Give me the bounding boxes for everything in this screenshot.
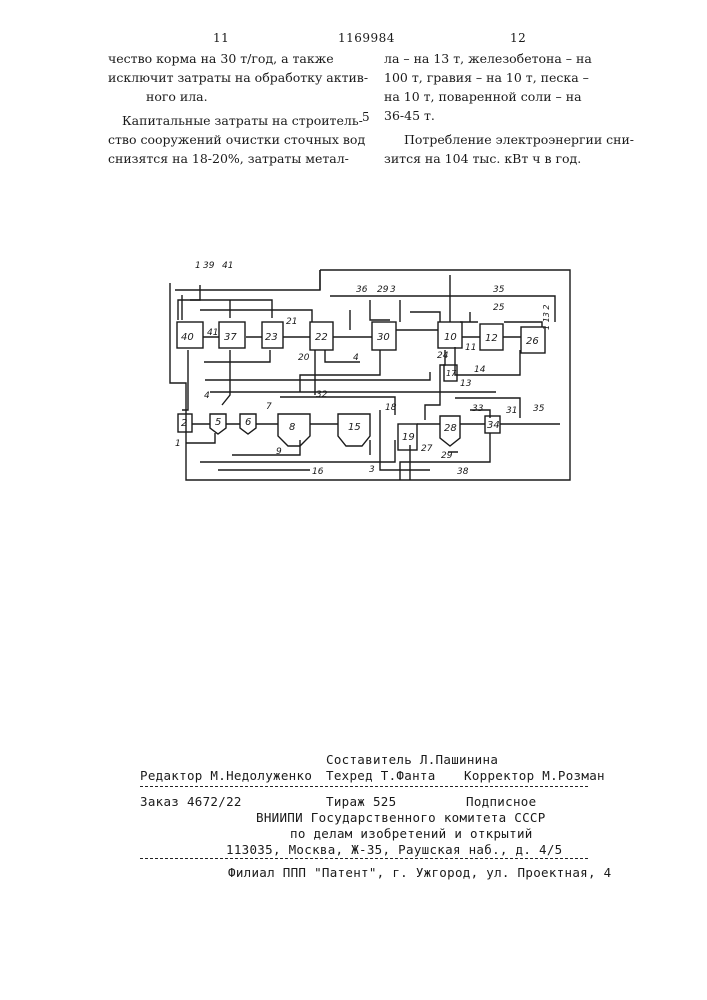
line-label: 4 — [353, 353, 359, 363]
techred-credit: Техред Т.Фанта — [326, 768, 436, 783]
line-label: 21 — [286, 317, 297, 327]
divider — [140, 858, 588, 859]
line-label: 3 — [369, 465, 375, 475]
line-label: 35 — [493, 285, 505, 295]
block-label: 37 — [224, 332, 237, 343]
compiler-credit: Составитель Л.Пашинина — [326, 752, 498, 767]
line-label: 27 — [421, 444, 433, 454]
circulation: Тираж 525 — [326, 794, 396, 809]
block-label: 5 — [215, 417, 221, 428]
feed-line — [400, 300, 440, 322]
flow-line — [300, 350, 380, 392]
flow-line — [370, 440, 410, 480]
flow-line — [380, 410, 458, 470]
line-label: 3 — [390, 285, 396, 295]
frame-line — [175, 270, 320, 290]
line-label: 13 — [460, 379, 472, 389]
line-label: 32 — [316, 390, 328, 400]
line-label: 20 — [298, 353, 310, 363]
line-label: 25 — [493, 303, 505, 313]
block-label: 30 — [377, 332, 390, 343]
line-label: 24 — [437, 351, 449, 361]
line-label: 29 — [377, 285, 389, 295]
flow-line — [280, 397, 395, 415]
line-label: 1 — [175, 439, 181, 449]
line-label: 41 — [207, 328, 218, 338]
block-label: 22 — [315, 332, 328, 343]
corrector-credit: Корректор М.Розман — [464, 768, 605, 783]
line-label: 4 — [204, 391, 210, 401]
block-label: 2 — [181, 418, 187, 429]
feed-line — [350, 300, 390, 330]
feed-line — [450, 275, 470, 322]
line-label: 18 — [385, 403, 397, 413]
publisher-address: 113035, Москва, Ж-35, Раушская наб., д. … — [226, 842, 563, 857]
line-label: 39 — [203, 261, 215, 271]
block-label: 40 — [181, 332, 194, 343]
flow-line — [204, 350, 270, 362]
order-number: Заказ 4672/22 — [140, 794, 242, 809]
publisher-org-sub: по делам изобретений и открытий — [290, 826, 533, 841]
block-label: 10 — [444, 332, 457, 343]
side-label: 1 13 2 — [542, 305, 551, 330]
block-label: 34 — [487, 420, 500, 431]
block-label: 26 — [526, 336, 539, 347]
flow-line — [200, 440, 395, 462]
flow-line — [205, 372, 430, 380]
line-label: 7 — [266, 402, 272, 412]
divider — [140, 786, 588, 787]
subscription: Подписное — [466, 794, 536, 809]
block-label: 23 — [265, 332, 278, 343]
line-label: 29 — [441, 451, 453, 461]
block-label: 12 — [485, 333, 498, 344]
line-label: 36 — [356, 285, 368, 295]
line-label: 14 — [474, 365, 486, 375]
block-label: 15 — [348, 422, 361, 433]
publisher-org: ВНИИПИ Государственного комитета СССР — [256, 810, 546, 825]
line-label: 33 — [472, 404, 484, 414]
block-label: 28 — [444, 423, 457, 434]
flow-line — [504, 322, 542, 327]
block-label: 8 — [289, 422, 295, 433]
block-label: 17 — [446, 369, 457, 378]
block-label: 6 — [245, 417, 251, 428]
line-label: 1 — [195, 261, 201, 271]
feed-line — [190, 300, 272, 318]
line-label: 11 — [465, 343, 476, 353]
editor-credit: Редактор М.Недолуженко — [140, 768, 312, 783]
flow-line — [186, 433, 215, 443]
line-label: 9 — [276, 447, 282, 457]
flow-line — [232, 440, 300, 455]
line-label: 35 — [533, 404, 545, 414]
line-label: 41 — [222, 261, 233, 271]
block-label: 19 — [402, 432, 415, 443]
branch-address: Филиал ППП "Патент", г. Ужгород, ул. Про… — [228, 865, 611, 880]
line-label: 31 — [506, 406, 517, 416]
line-label: 38 — [457, 467, 469, 477]
feed-line — [330, 296, 555, 322]
line-label: 16 — [312, 467, 324, 477]
